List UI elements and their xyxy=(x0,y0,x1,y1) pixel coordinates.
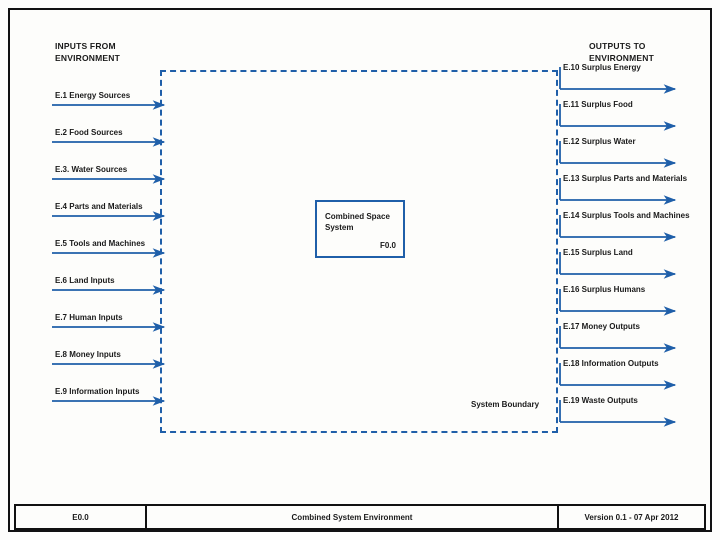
output-label-18: E.18 Information Outputs xyxy=(563,359,659,368)
outputs-column-heading: OUTPUTS TO ENVIRONMENT xyxy=(589,41,655,63)
input-label-4: E.4 Parts and Materials xyxy=(55,202,143,211)
system-box-id: F0.0 xyxy=(379,241,396,250)
system-boundary-label: System Boundary xyxy=(471,400,540,409)
system-box-title: Combined Space System xyxy=(325,212,390,232)
title-block: E0.0 Combined System Environment Version… xyxy=(14,504,706,530)
output-label-13: E.13 Surplus Parts and Materials xyxy=(563,174,688,183)
title-block-version: Version 0.1 - 07 Apr 2012 xyxy=(584,512,679,522)
output-label-11: E.11 Surplus Food xyxy=(563,100,633,109)
output-label-14: E.14 Surplus Tools and Machines xyxy=(563,211,690,220)
input-label-8: E.8 Money Inputs xyxy=(55,350,121,359)
combined-space-system-box[interactable]: Combined Space System F0.0 xyxy=(315,200,405,258)
output-label-17: E.17 Money Outputs xyxy=(563,322,640,331)
input-label-3: E.3. Water Sources xyxy=(55,165,128,174)
output-label-12: E.12 Surplus Water xyxy=(563,137,636,146)
input-label-5: E.5 Tools and Machines xyxy=(55,239,146,248)
input-label-9: E.9 Information Inputs xyxy=(55,387,140,396)
input-label-6: E.6 Land Inputs xyxy=(55,276,115,285)
output-label-15: E.15 Surplus Land xyxy=(563,248,633,257)
title-block-id: E0.0 xyxy=(16,506,147,528)
inputs-column-heading: INPUTS FROM ENVIRONMENT xyxy=(55,41,121,63)
title-block-title: Combined System Environment xyxy=(147,506,559,528)
input-label-1: E.1 Energy Sources xyxy=(55,91,131,100)
output-label-16: E.16 Surplus Humans xyxy=(563,285,646,294)
input-label-2: E.2 Food Sources xyxy=(55,128,123,137)
drawing-frame xyxy=(8,8,712,532)
output-label-19: E.19 Waste Outputs xyxy=(563,396,638,405)
input-label-7: E.7 Human Inputs xyxy=(55,313,123,322)
output-label-10: E.10 Surplus Energy xyxy=(563,63,641,72)
